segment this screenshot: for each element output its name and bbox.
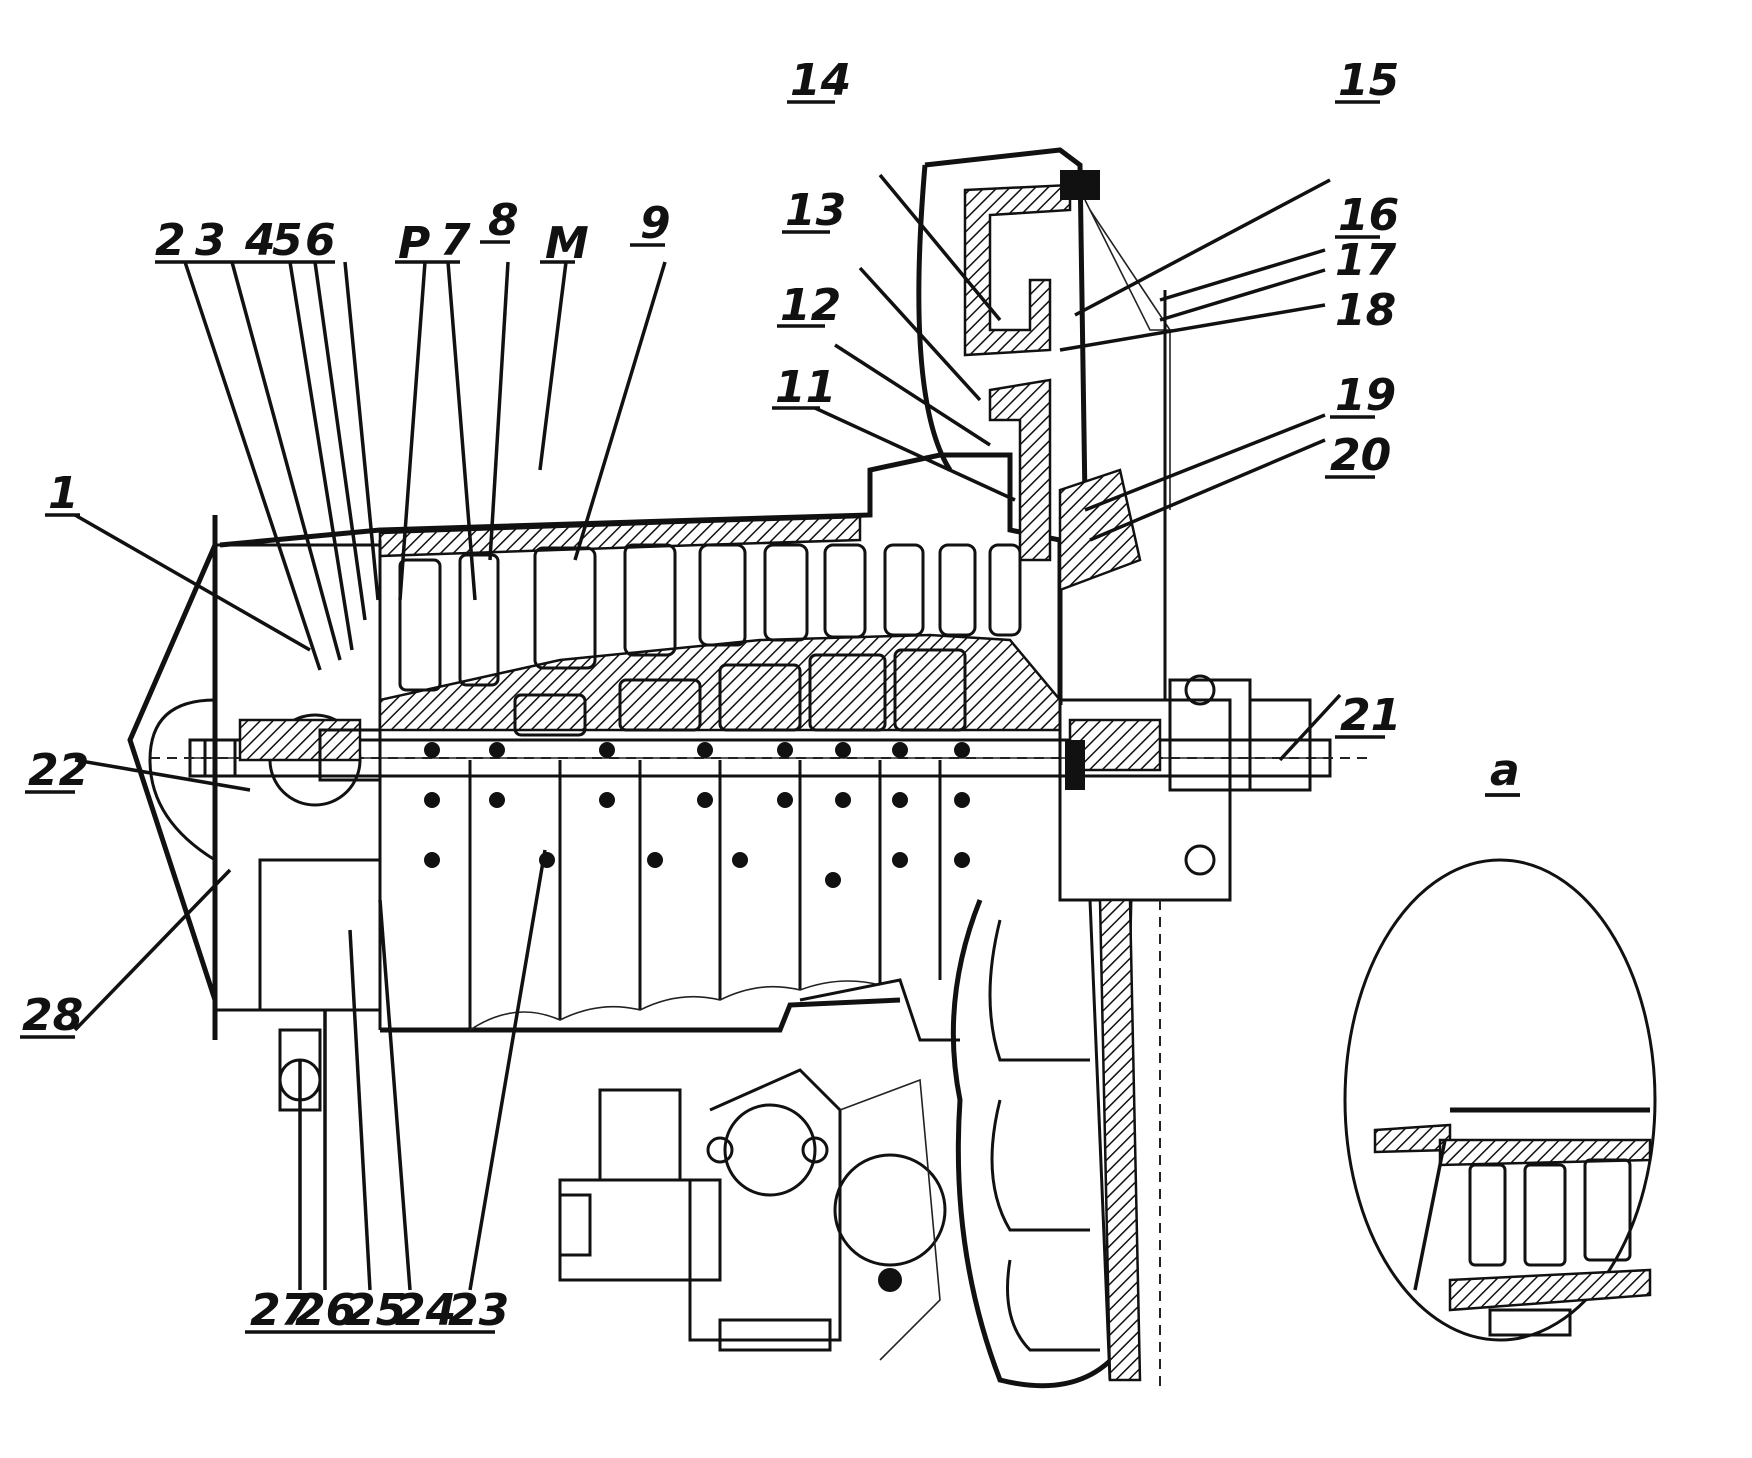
callout-18: 18 xyxy=(1335,285,1396,336)
callout-25: 25 xyxy=(345,1285,406,1336)
callout-28: 28 xyxy=(22,990,83,1041)
combustion-chamber xyxy=(916,147,1180,700)
callout-7: 7 xyxy=(440,215,471,266)
callout-2: 2 xyxy=(155,215,186,266)
callout-13: 13 xyxy=(785,185,846,236)
air-intake xyxy=(127,515,382,1112)
callout-1: 1 xyxy=(48,468,79,519)
label-underlines xyxy=(20,100,1520,1334)
callout-23: 23 xyxy=(448,1285,509,1336)
callout-17: 17 xyxy=(1335,235,1397,286)
callout-20: 20 xyxy=(1330,430,1391,481)
accessory-gearbox xyxy=(558,978,960,1361)
callout-12: 12 xyxy=(780,280,841,331)
stator-vanes xyxy=(468,760,942,1031)
blade-rows xyxy=(398,543,1022,737)
callout-19: 19 xyxy=(1335,370,1396,421)
callout-26: 26 xyxy=(295,1285,356,1336)
callout-21: 21 xyxy=(1340,690,1401,741)
callout-8: 8 xyxy=(488,195,519,246)
callout-11: 11 xyxy=(775,362,836,413)
compressor-casing xyxy=(219,452,1063,1033)
callout-6: 6 xyxy=(305,215,336,266)
callout-27: 27 xyxy=(250,1285,312,1336)
callout-24: 24 xyxy=(395,1285,456,1336)
detail-label-a: a xyxy=(1490,745,1520,796)
callout-9: 9 xyxy=(640,198,671,249)
detail-a-inset xyxy=(1343,858,1657,1342)
callout-14: 14 xyxy=(790,55,851,106)
callout-4: 4 xyxy=(244,215,276,266)
callout-16: 16 xyxy=(1338,190,1399,241)
shaft-bolts xyxy=(424,742,970,888)
callout-15: 15 xyxy=(1338,55,1399,106)
callout-3: 3 xyxy=(195,215,226,266)
callout-22: 22 xyxy=(28,745,89,796)
leader-lines xyxy=(73,173,1520,1291)
callout-labels: 1 2 3 4 5 6 P 7 8 M 9 11 12 13 14 15 16 … xyxy=(22,55,1520,1336)
turbine-exhaust xyxy=(950,674,1312,1390)
callout-5: 5 xyxy=(272,215,303,266)
